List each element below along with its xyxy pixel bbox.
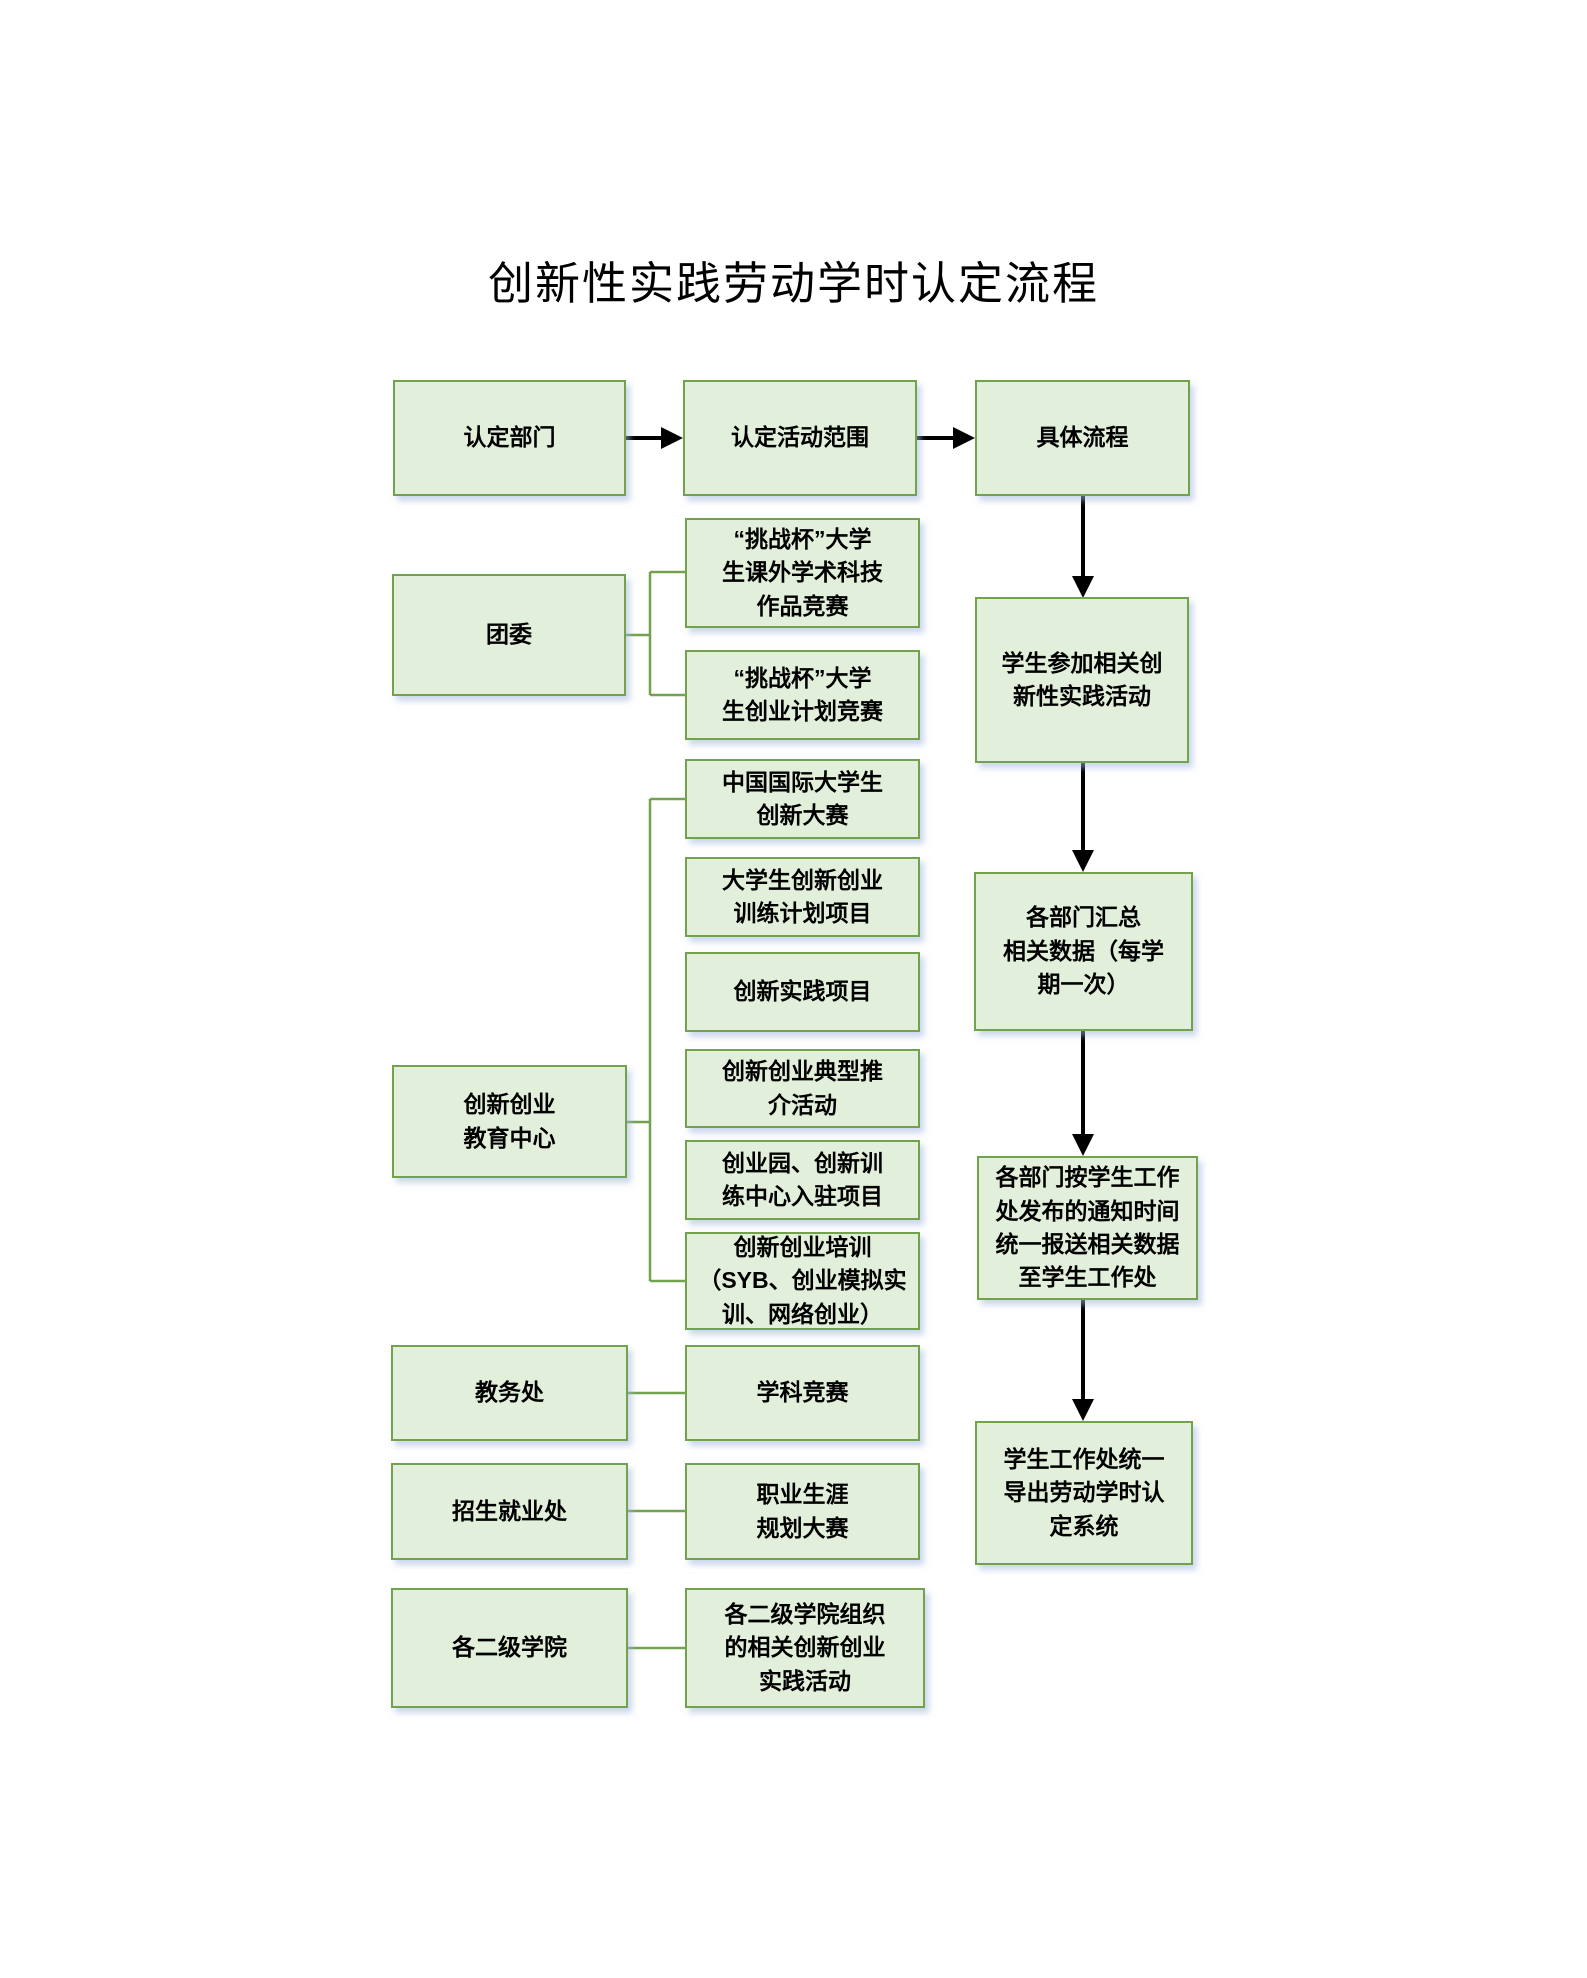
dept-box-innovation-center: 创新创业 教育中心 — [392, 1065, 627, 1178]
activity-box-career-planning-contest: 职业生涯 规划大赛 — [685, 1463, 920, 1560]
arrow-scope-to-process — [917, 427, 975, 449]
flowchart-title: 创新性实践劳动学时认定流程 — [487, 258, 1099, 309]
arrow-process-step-3 — [1072, 1031, 1094, 1156]
bracket-innovation-center — [627, 797, 685, 1283]
header-box-department: 认定部门 — [393, 380, 626, 496]
arrow-process-step-4 — [1072, 1300, 1094, 1421]
bracket-youth-league — [626, 570, 685, 697]
arrow-process-step-2 — [1072, 763, 1094, 872]
dept-box-youth-league: 团委 — [392, 574, 626, 696]
activity-box-challenge-cup-academic: “挑战杯”大学 生课外学术科技 作品竞赛 — [685, 518, 920, 628]
activity-box-innovation-practice-project: 创新实践项目 — [685, 952, 920, 1032]
activity-box-subject-competition: 学科竞赛 — [685, 1345, 920, 1441]
activity-box-entrepreneurship-training: 创新创业培训 （SYB、创业模拟实 训、网络创业） — [685, 1232, 920, 1330]
activity-box-college-activities: 各二级学院组织 的相关创新创业 实践活动 — [685, 1588, 925, 1708]
dept-box-academic-affairs: 教务处 — [391, 1345, 628, 1441]
activity-box-challenge-cup-venture: “挑战杯”大学 生创业计划竞赛 — [685, 650, 920, 740]
header-box-activity-scope: 认定活动范围 — [683, 380, 917, 496]
arrow-department-to-scope — [626, 427, 683, 449]
dept-box-admissions-employment: 招生就业处 — [391, 1463, 628, 1560]
activity-box-china-international-contest: 中国国际大学生 创新大赛 — [685, 759, 920, 839]
header-box-process: 具体流程 — [975, 380, 1190, 496]
activity-box-incubator-projects: 创业园、创新训 练中心入驻项目 — [685, 1140, 920, 1220]
dept-box-secondary-colleges: 各二级学院 — [391, 1588, 628, 1708]
process-box-student-participation: 学生参加相关创 新性实践活动 — [975, 597, 1189, 763]
activity-box-training-program: 大学生创新创业 训练计划项目 — [685, 857, 920, 937]
process-box-system-export: 学生工作处统一 导出劳动学时认 定系统 — [975, 1421, 1193, 1565]
activity-box-model-promotion: 创新创业典型推 介活动 — [685, 1049, 920, 1128]
process-box-data-submission: 各部门按学生工作 处发布的通知时间 统一报送相关数据 至学生工作处 — [977, 1156, 1198, 1300]
arrow-process-step-1 — [1072, 496, 1094, 598]
process-box-department-summary: 各部门汇总 相关数据（每学 期一次） — [974, 872, 1193, 1031]
